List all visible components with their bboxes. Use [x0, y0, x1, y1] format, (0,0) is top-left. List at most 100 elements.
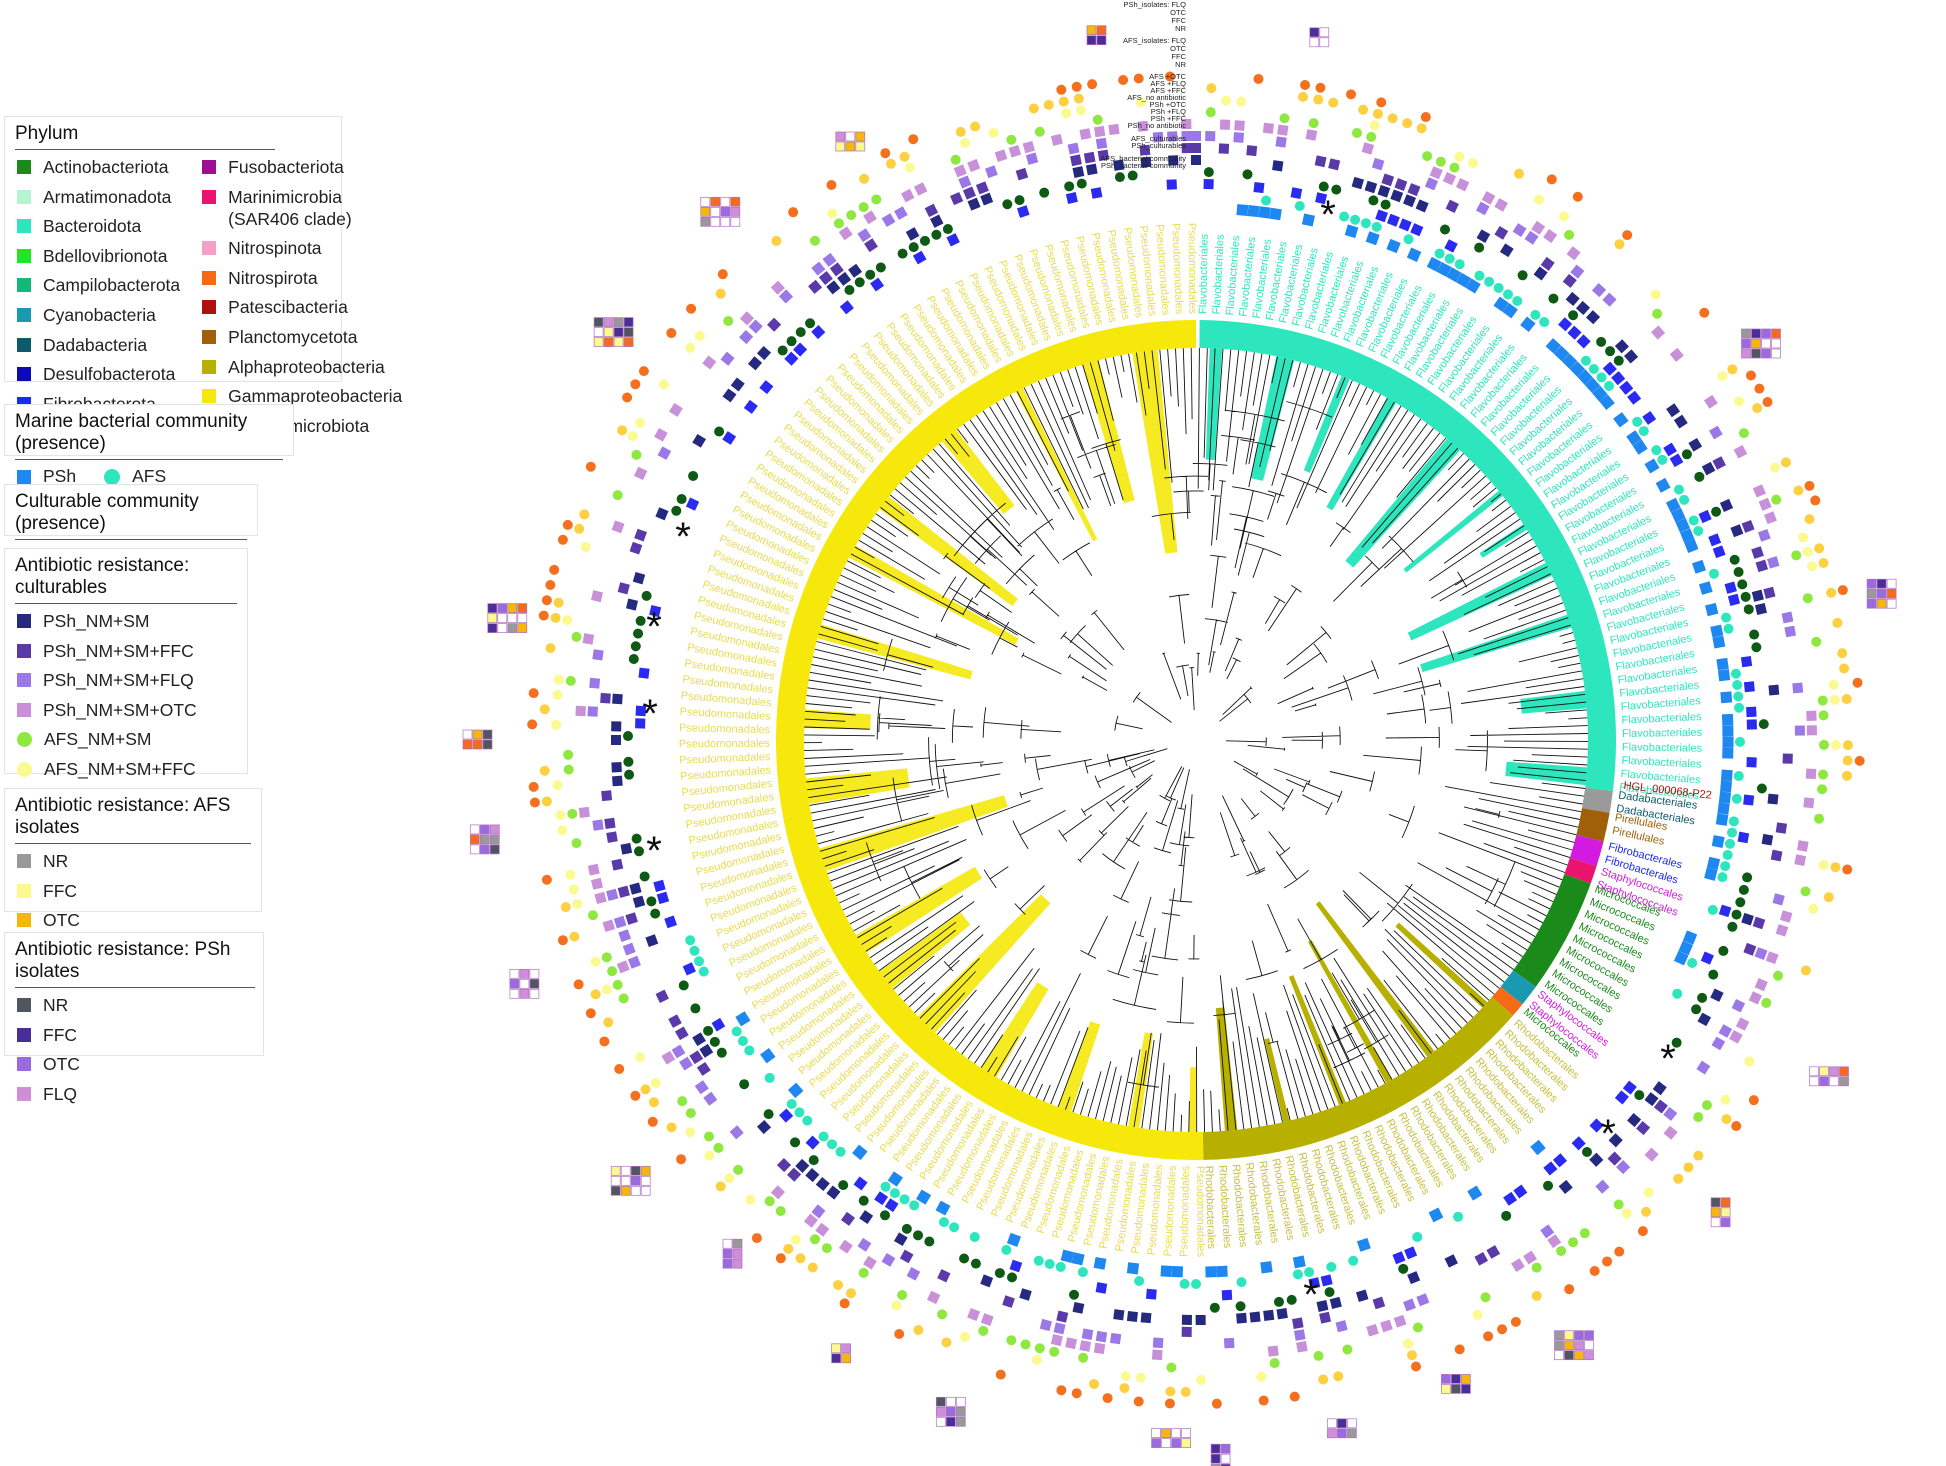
ring-mark [1181, 142, 1192, 154]
clade-wedge [1403, 490, 1503, 573]
ring-dot [821, 1243, 832, 1254]
ring-dot [865, 269, 876, 280]
ring-dot [1120, 1371, 1131, 1382]
ring-mark [1653, 1099, 1668, 1114]
clade-wedge [1326, 397, 1397, 511]
ring-dot [1102, 1393, 1113, 1404]
ring-dot [1758, 719, 1769, 730]
ring-dot [835, 1146, 846, 1157]
ring-mark [589, 677, 601, 689]
isolate-cell [1181, 1438, 1191, 1448]
ring-mark [859, 1210, 874, 1225]
ring-mark [1095, 1330, 1108, 1343]
isolate-cell [489, 834, 500, 845]
ring-mark [590, 590, 604, 603]
legend-label: PSh_NM+SM+FFC [43, 640, 194, 661]
legend-item: AFS_NM+SM [15, 728, 237, 750]
ring-dot [1718, 945, 1729, 956]
ring-dot [1596, 372, 1607, 383]
leaf-label: Flavobacteriales [1197, 233, 1210, 314]
legend-label: Marinimicrobia (SAR406 clade) [228, 186, 352, 229]
ring-dot [671, 505, 682, 516]
ring-dot [777, 345, 788, 356]
ring-mark [1663, 442, 1677, 457]
ring-dot [1717, 872, 1728, 883]
isolate-cell [497, 603, 508, 613]
isolate-cell [1574, 1350, 1584, 1361]
ring-mark [1533, 266, 1548, 281]
ring-dot [1761, 997, 1772, 1008]
ring-mark [671, 1044, 686, 1059]
ring-mark [685, 497, 700, 511]
asterisk-mark: * [646, 605, 662, 649]
ring-mark [1146, 1288, 1157, 1300]
isolate-cell [630, 1165, 641, 1176]
ring-dot [1164, 71, 1175, 82]
isolate-cell [1220, 1463, 1231, 1466]
ring-dot [1092, 114, 1103, 125]
isolate-cell [1151, 1428, 1161, 1438]
ring-dot [694, 330, 705, 341]
legend-label: Desulfobacterota [43, 364, 176, 385]
isolate-box [469, 824, 500, 855]
isolate-cell [519, 978, 530, 989]
ring-dot [775, 1206, 786, 1217]
ring-mark [661, 1050, 676, 1065]
isolate-cell [1584, 1330, 1594, 1341]
ring-dot [1829, 694, 1840, 705]
ring-dot [1730, 668, 1741, 679]
ring-mark [1493, 296, 1509, 312]
isolate-cell [1171, 1438, 1181, 1448]
ring-mark [1065, 1337, 1078, 1350]
ring-dot [960, 138, 971, 149]
isolate-cell [1086, 35, 1097, 46]
ring-mark [1627, 1112, 1642, 1128]
ring-dot [790, 1137, 801, 1148]
ring-mark [1386, 213, 1400, 227]
ring-mark [1009, 1259, 1023, 1273]
ring-dot [624, 769, 635, 780]
ring-mark [1355, 1289, 1369, 1302]
ring-mark [1622, 1080, 1637, 1095]
legend-swatch [17, 854, 31, 868]
ring-mark [1746, 706, 1757, 718]
clade-wedge [1205, 348, 1223, 461]
ring-mark [980, 1313, 994, 1327]
isolate-cell [935, 1416, 946, 1427]
ring-mark [722, 388, 737, 403]
ring-dot [1380, 199, 1391, 210]
ring-mark [822, 252, 837, 267]
ring-mark [1797, 840, 1809, 852]
ring-dot [1708, 568, 1719, 579]
ring-mark [1754, 978, 1768, 992]
ring-dot [1135, 97, 1146, 108]
ring-dot [1823, 892, 1834, 903]
ring-dot [658, 379, 669, 390]
isolate-cell [603, 317, 614, 327]
ring-dot [1556, 1245, 1567, 1256]
ring-mark [818, 270, 833, 286]
ring-dot [1707, 904, 1718, 915]
ring-dot [885, 158, 896, 169]
ring-mark [743, 399, 758, 414]
ring-dot [845, 1288, 856, 1299]
ring-mark [1404, 1246, 1418, 1260]
ring-mark [1710, 624, 1724, 638]
ring-mark [985, 165, 998, 179]
ring-mark [778, 289, 794, 304]
ring-mark [730, 377, 745, 392]
ring-mark [967, 159, 981, 172]
ring-mark [1772, 893, 1785, 906]
leaf-label: Pseudomonadales [1162, 1165, 1179, 1257]
ring-dot [713, 1142, 724, 1153]
ring-mark [1195, 1314, 1206, 1326]
ring-dot [1652, 308, 1663, 319]
ring-mark [1806, 710, 1817, 722]
ring-dot [1762, 396, 1773, 407]
ring-mark [675, 1026, 689, 1041]
isolate-box [935, 1396, 966, 1427]
isolate-cell [1554, 1330, 1564, 1341]
ring-mark [1233, 132, 1245, 143]
isolate-cell [1584, 1340, 1594, 1351]
ring-dot [551, 719, 562, 730]
